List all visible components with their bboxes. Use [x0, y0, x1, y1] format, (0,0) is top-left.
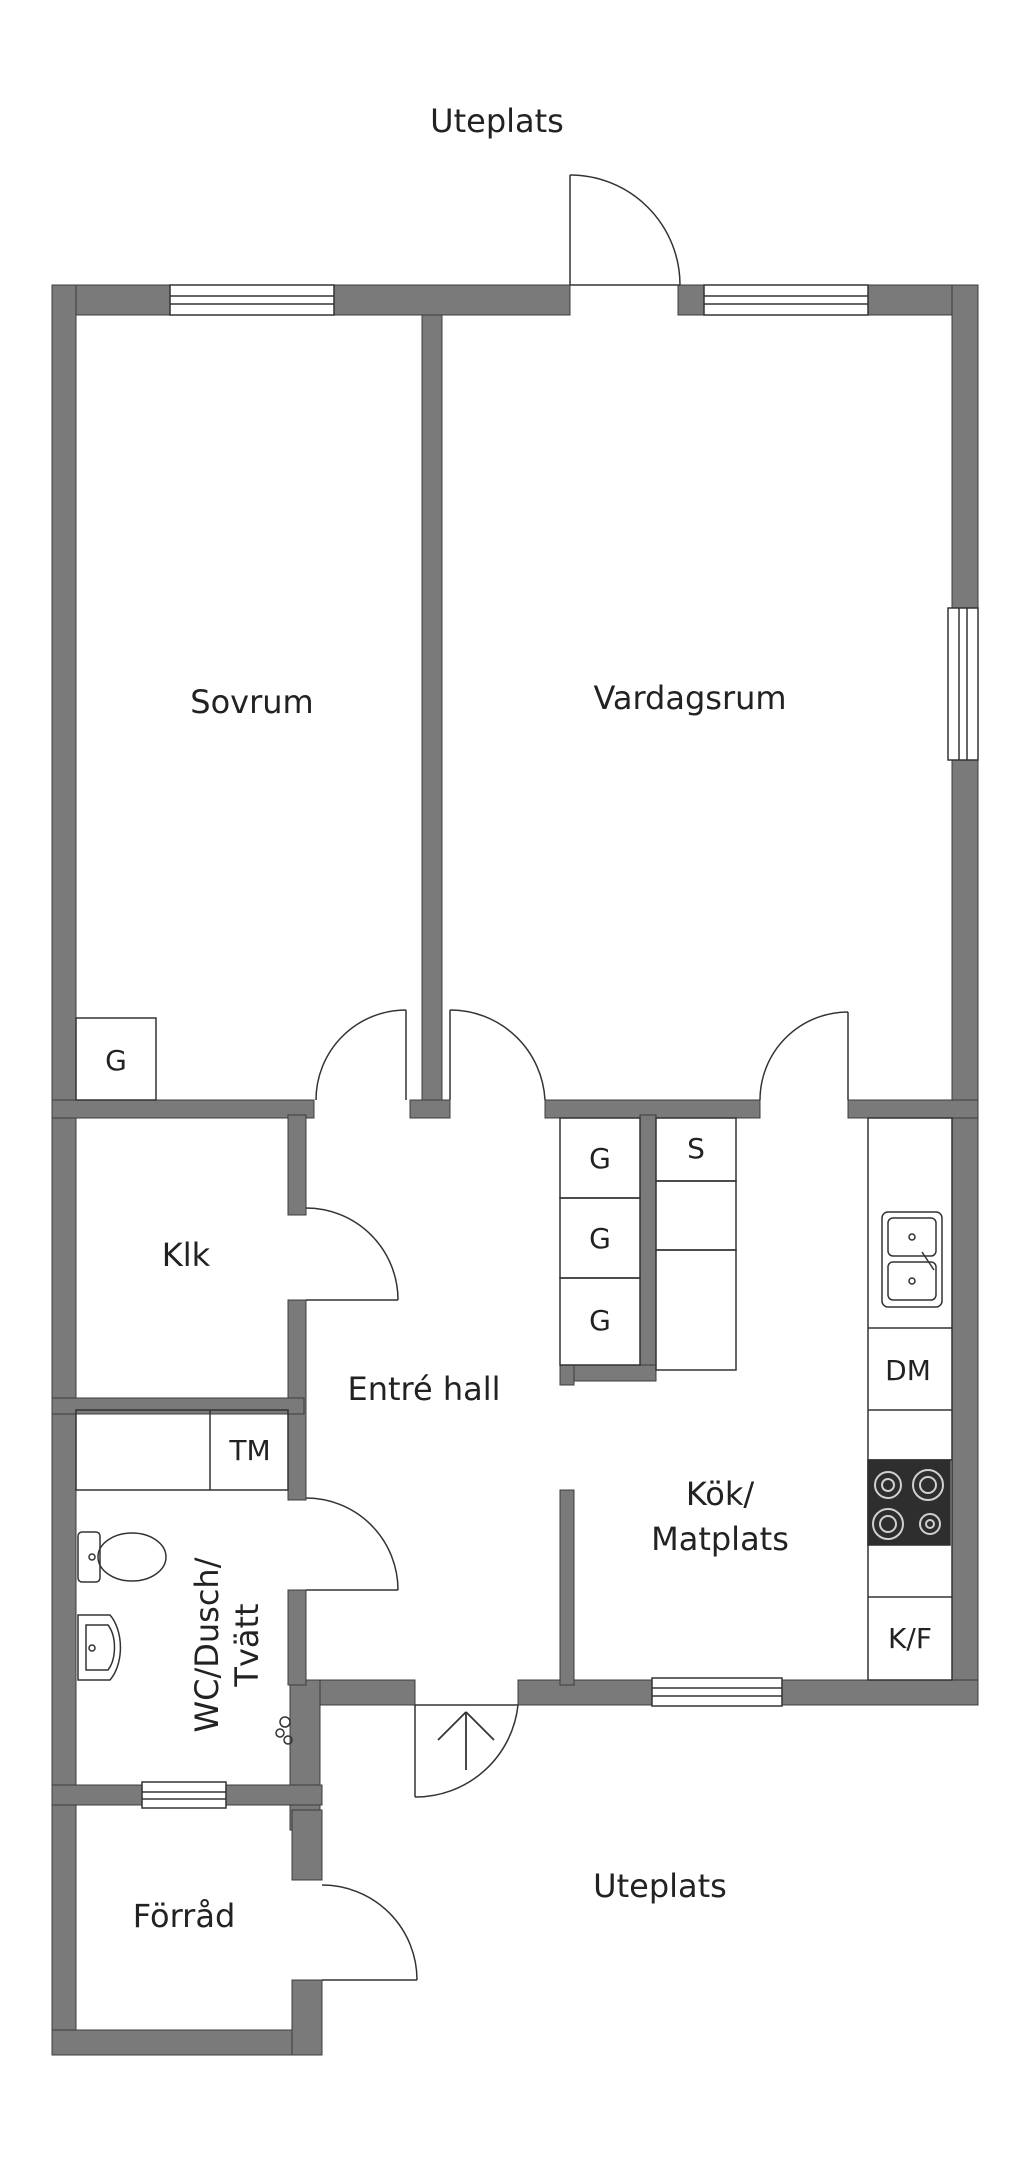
top-terrace-label: Uteplats — [430, 102, 564, 140]
door-living[interactable] — [449, 1009, 546, 1101]
living-room-label: Vardagsrum — [593, 679, 786, 717]
window-bathroom — [141, 1781, 227, 1809]
laundry-counter — [75, 1409, 289, 1491]
entrance-hall-label: Entré hall — [347, 1370, 500, 1408]
hall-wardrobe-1-label: G — [589, 1142, 611, 1175]
door-closet[interactable] — [305, 1207, 399, 1301]
dishwasher-label: DM — [885, 1354, 931, 1387]
bathroom-label-line1: WC/Dusch/ — [188, 1557, 226, 1732]
entrance-arrow-icon — [437, 1711, 495, 1770]
fixtures: G G G G S DM — [75, 1017, 953, 1745]
door-bathroom[interactable] — [305, 1497, 399, 1591]
bottom-terrace-label: Uteplats — [593, 1867, 727, 1905]
cleaning-cabinet-label: S — [687, 1132, 705, 1165]
window-kitchen-bottom — [651, 1677, 783, 1707]
kitchen-sink-icon — [881, 1211, 943, 1308]
door-bedroom[interactable] — [315, 1009, 407, 1101]
window-living-right — [947, 607, 979, 761]
floor-drain-icon — [275, 1716, 293, 1745]
kitchen-counter-upper — [655, 1180, 737, 1251]
stove-icon — [867, 1459, 951, 1546]
kitchen-label-line2: Matplats — [651, 1520, 789, 1558]
bathroom-label-line2: Tvätt — [228, 1603, 266, 1687]
bedroom-wardrobe — [75, 1017, 157, 1101]
hall-wardrobe-3 — [559, 1277, 641, 1366]
hall-wardrobe-3-label: G — [589, 1304, 611, 1337]
bedroom-wardrobe-label: G — [105, 1044, 127, 1077]
storage-label: Förråd — [133, 1897, 236, 1935]
window-bedroom-top — [169, 284, 335, 316]
kitchen-counter-lower — [655, 1249, 737, 1371]
toilet-icon — [77, 1531, 167, 1583]
kitchen-counter-right — [867, 1117, 953, 1681]
washbasin-icon — [77, 1614, 122, 1681]
door-entrance[interactable] — [414, 1704, 519, 1798]
doors — [305, 174, 849, 1981]
hall-wardrobe-2-label: G — [589, 1222, 611, 1255]
window-living-top — [703, 284, 869, 316]
windows — [141, 284, 979, 1809]
door-terrace-top[interactable] — [569, 174, 681, 286]
door-kitchen[interactable] — [759, 1011, 849, 1101]
fridge-freezer-label: K/F — [888, 1622, 932, 1655]
bedroom-label: Sovrum — [190, 683, 313, 721]
kitchen-label-line1: Kök/ — [686, 1475, 755, 1513]
door-storage[interactable] — [321, 1884, 418, 1981]
closet-label: Klk — [162, 1236, 211, 1274]
dryer-label: TM — [228, 1434, 270, 1467]
